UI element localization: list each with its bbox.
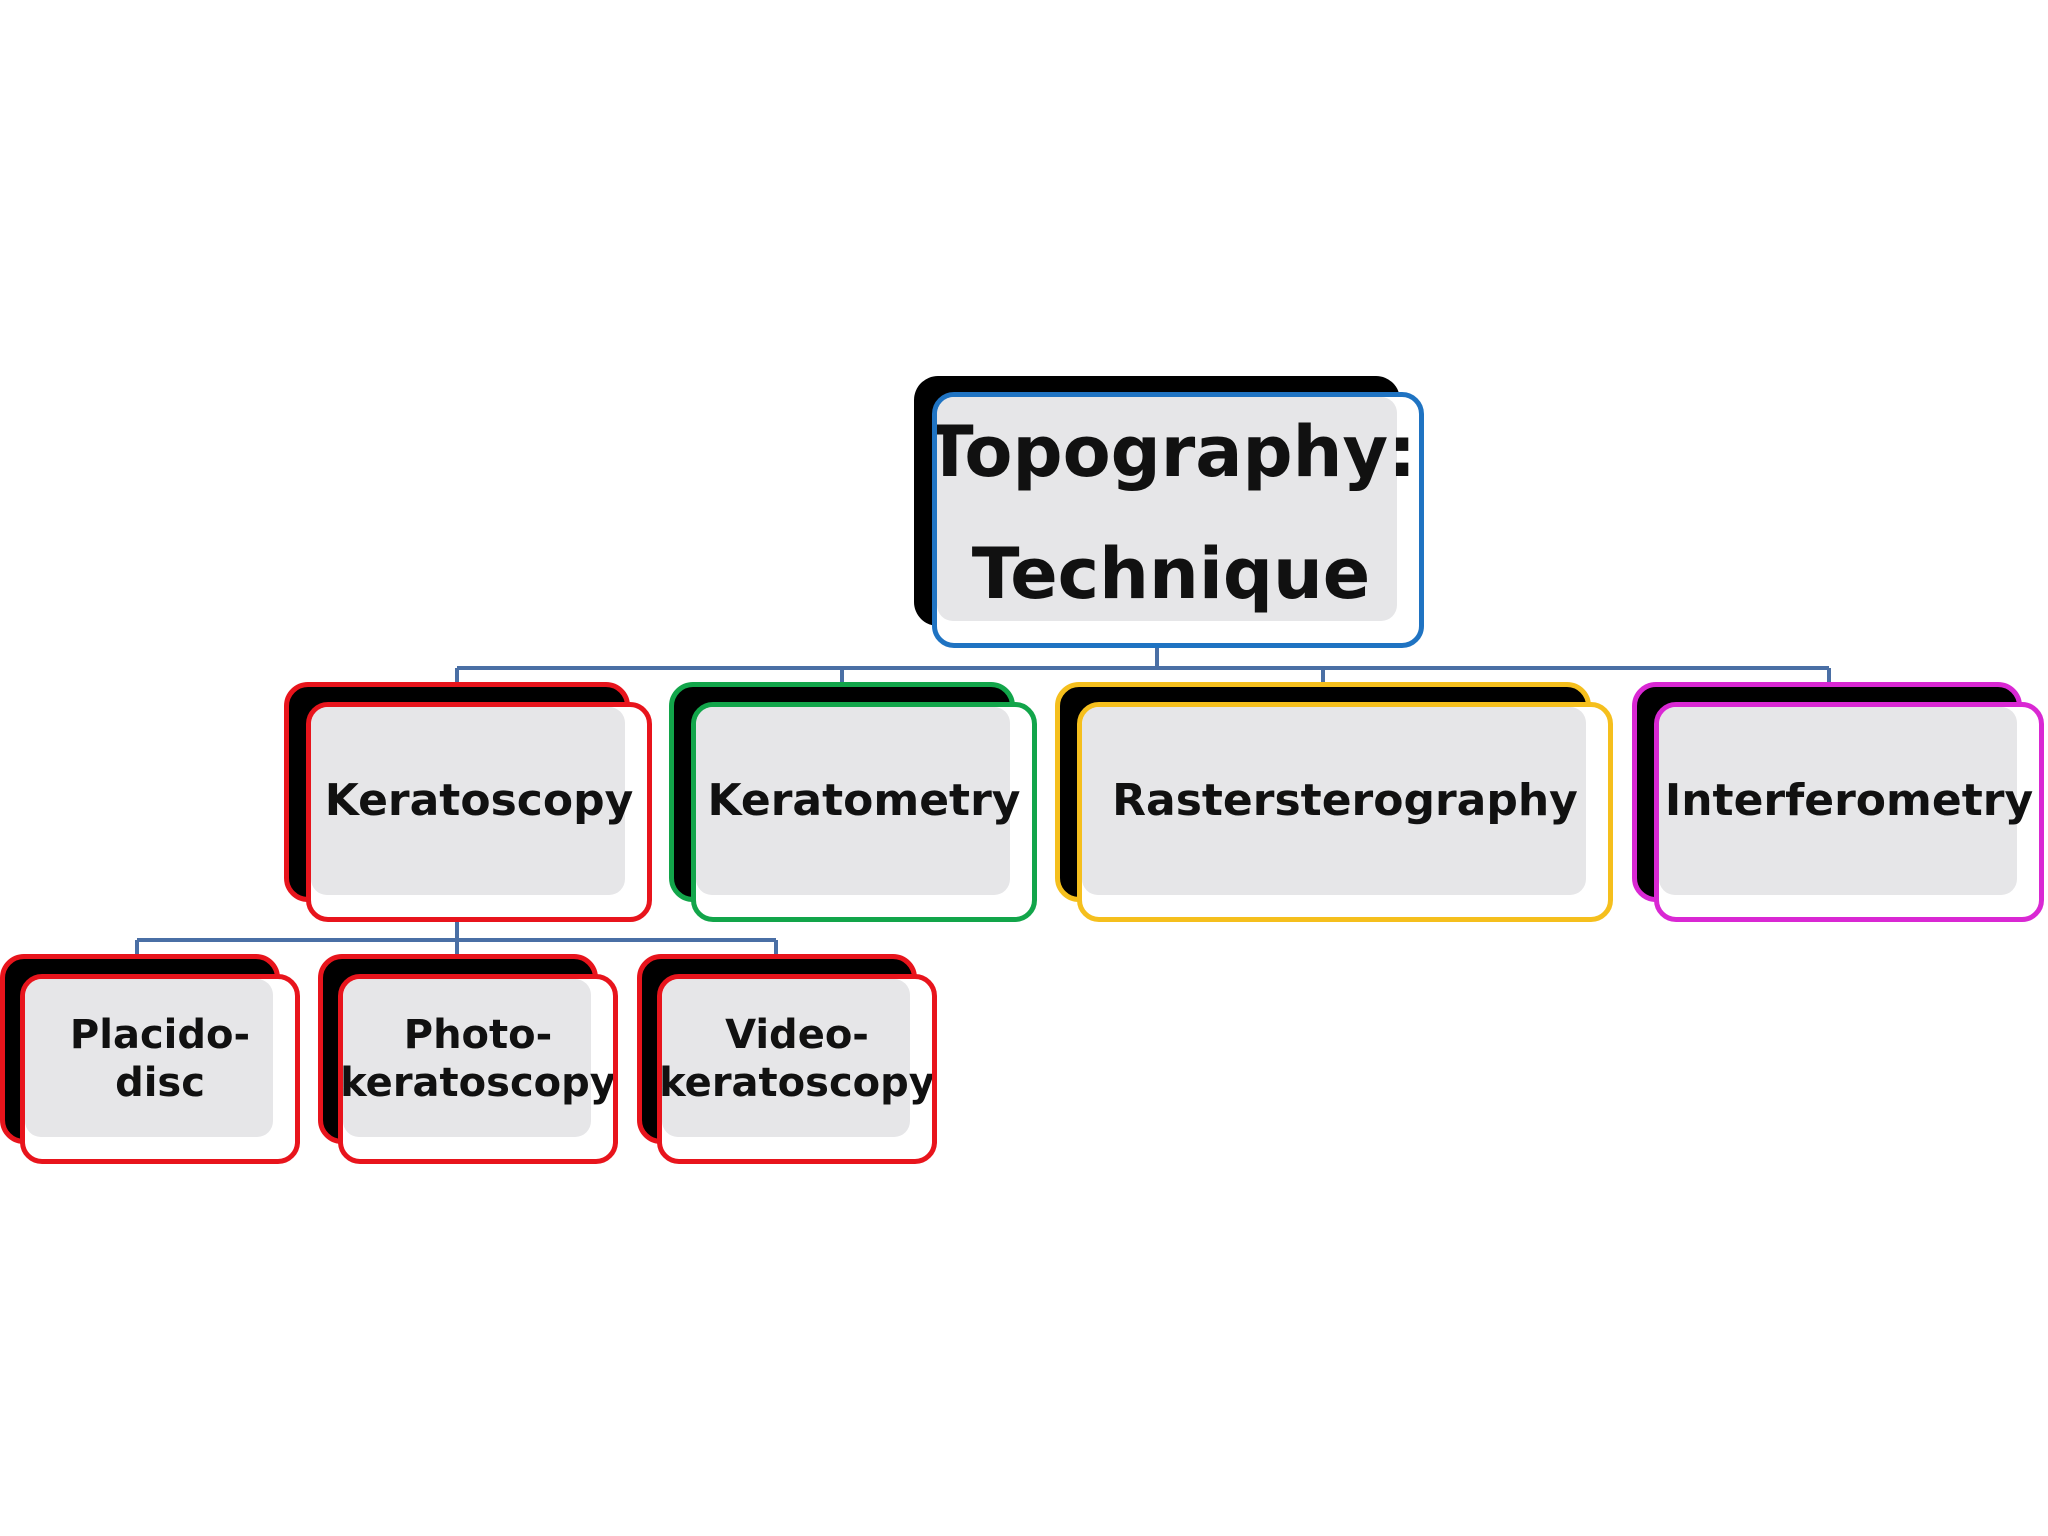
technique-label-rastersterography: Rastersterography [1112,774,1578,826]
subtechnique-node-video-keratoscopy: Video- keratoscopy [637,954,937,1164]
technique-node-keratometry: Keratometry [669,682,1037,922]
root-node-card: Topography: Technique [932,392,1424,648]
root-node-label: Topography: Technique [932,410,1417,616]
technique-label-keratoscopy: Keratoscopy [324,774,634,826]
subtechnique-card: Placido- disc [20,974,300,1164]
root-node-fill [937,397,1397,621]
subtechnique-label-photo-keratoscopy: Photo- keratoscopy [340,1012,616,1106]
subtechnique-fill [343,979,591,1137]
technique-label-keratometry: Keratometry [707,774,1021,826]
technique-fill [311,707,625,895]
technique-card: Keratometry [691,702,1037,922]
technique-card: Keratoscopy [306,702,652,922]
root-node: Topography: Technique [914,376,1424,650]
technique-fill [1659,707,2017,895]
technique-fill [1082,707,1586,895]
technique-node-rastersterography: Rastersterography [1055,682,1613,922]
subtechnique-card: Photo- keratoscopy [338,974,618,1164]
technique-node-keratoscopy: Keratoscopy [284,682,652,922]
subtechnique-node-photo-keratoscopy: Photo- keratoscopy [318,954,618,1164]
subtechnique-node-placido-disc: Placido- disc [0,954,300,1164]
subtechnique-fill [25,979,273,1137]
technique-node-interferometry: Interferometry [1632,682,2044,922]
technique-label-interferometry: Interferometry [1664,774,2034,826]
subtechnique-fill [662,979,910,1137]
technique-card: Interferometry [1654,702,2044,922]
subtechnique-card: Video- keratoscopy [657,974,937,1164]
technique-fill [696,707,1010,895]
subtechnique-label-video-keratoscopy: Video- keratoscopy [659,1012,935,1106]
technique-card: Rastersterography [1077,702,1613,922]
subtechnique-label-placido-disc: Placido- disc [69,1012,251,1106]
